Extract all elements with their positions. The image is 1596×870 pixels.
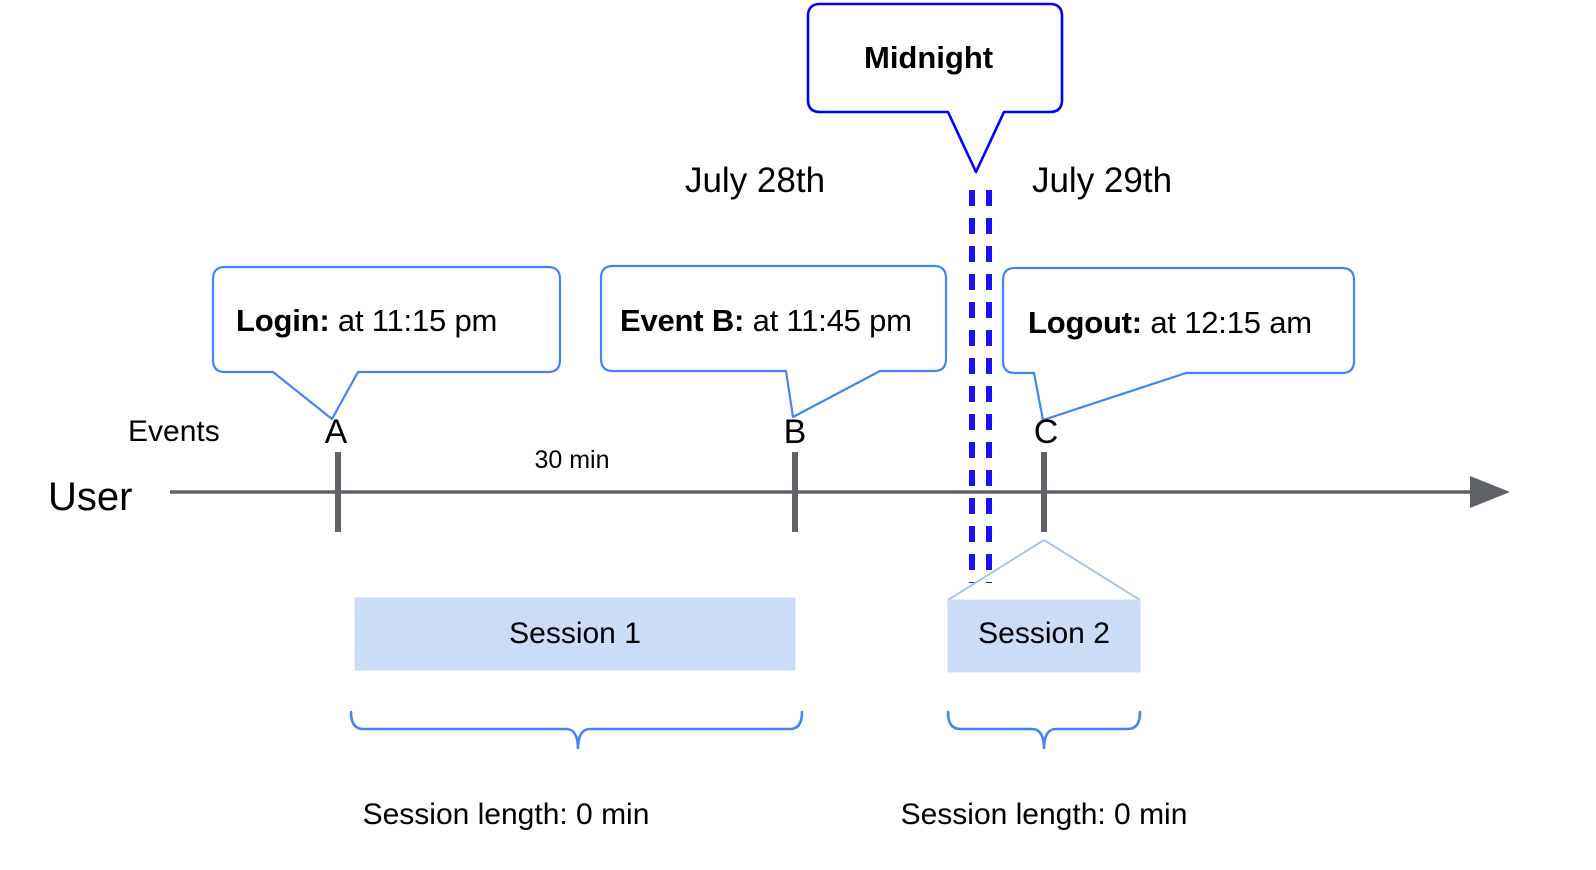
date-label-july-28: July 28th [684,161,826,200]
eventb-callout-text: Event B: at 11:45 pm [620,305,912,336]
midnight-bubble-path [806,2,1064,174]
eventb-callout-rest: at 11:45 pm [744,303,912,338]
eventb-callout-shape [599,264,948,419]
event-letter-a: A [324,413,348,451]
session-2-label: Session 2 [978,617,1110,650]
logout-callout-text: Logout: at 12:15 am [1028,307,1312,338]
logout-callout-rest: at 12:15 am [1141,305,1312,340]
eventb-bubble-path [599,264,948,419]
login-callout-shape [211,265,562,421]
login-callout-bold: Login: [236,303,330,338]
session-1-length-label: Session length: 0 min [362,798,650,831]
event-ticks [335,452,1047,532]
session-1-box [354,597,796,671]
session-1-shape [354,597,796,671]
logout-callout-bold: Logout: [1028,305,1142,340]
event-letter-b: B [783,413,807,451]
session-1-label: Session 1 [509,617,641,650]
duration-label-30min: 30 min [534,446,610,474]
date-label-july-29: July 29th [1031,161,1173,200]
axis-arrowhead-icon [1470,476,1510,508]
session-2-brace [946,710,1142,750]
midnight-callout-shape [806,2,1064,174]
logout-bubble-path [1001,266,1356,422]
session-2-box [947,599,1141,673]
login-callout-rest: at 11:15 pm [329,303,498,338]
event-letter-c: C [1033,413,1059,451]
session-2-guide-left [947,539,1045,601]
login-callout-text: Login: at 11:15 pm [236,305,497,336]
logout-callout-shape [1001,266,1356,422]
midnight-label: Midnight [864,40,994,75]
user-axis-label: User [48,475,133,519]
session-1-brace-path [349,710,804,750]
session-2-guide-right [1043,539,1141,601]
session-2-brace-path [946,710,1142,750]
midnight-divider-lines [969,190,992,583]
eventb-callout-bold: Event B: [620,303,745,338]
session-2-length-label: Session length: 0 min [900,798,1188,831]
timeline-axis [170,476,1510,508]
events-axis-label: Events [128,415,220,448]
session-2-shape [947,539,1141,673]
session-1-brace [349,710,804,750]
login-bubble-path [211,265,562,421]
